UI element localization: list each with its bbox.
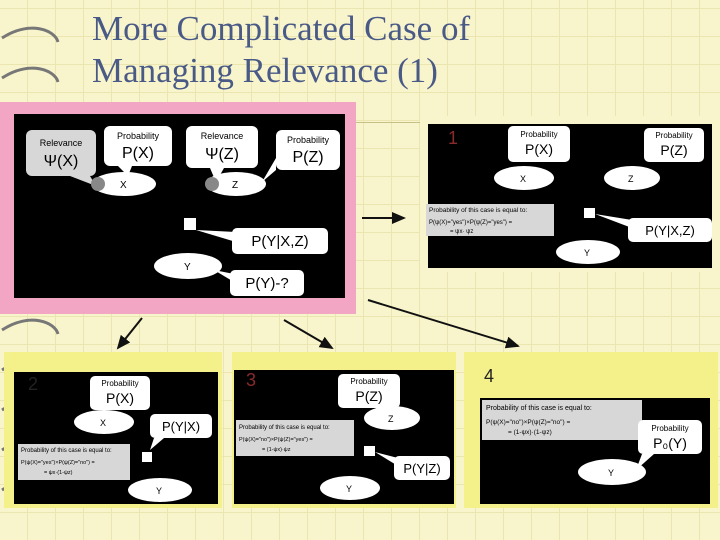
title-line-2: Managing Relevance (1) [92,51,438,90]
d4-p0y-label: P₀(Y) [653,435,687,451]
diagram-3: 3 Probability P(Z) Z Probability of this… [232,352,456,508]
d1-case-line2: = ψx· ψz [450,229,473,235]
d3-case-line1: P(ψ(X)="no")×P(ψ(Z)="yes") = [239,437,313,443]
d2-node-x [74,410,134,434]
d2-case-line1: P(ψ(X)="yes")×P(ψ(Z)="no") = [21,460,95,466]
d2-prob-x-label: Probability [101,379,138,388]
d2-pyx-label: P(Y|X) [162,419,200,434]
py-label: P(Y)-? [245,275,288,292]
cpt-square-icon [184,218,196,230]
d1-node-x [494,166,554,190]
d3-case-title: Probability of this case is equal to: [239,425,330,431]
selector-x-icon [91,177,105,191]
pyxz-label: P(Y|X,Z) [251,233,308,250]
d1-case-box [426,204,554,236]
px-label: P(X) [122,145,154,162]
d3-node-z-label: Z [388,414,394,424]
relevance-x-box: Relevance Ψ(X) [26,130,96,186]
node-x-label: X [120,180,127,191]
diagram-2: 2 Probability P(X) X P(Y|X) Probability … [4,352,222,508]
d2-case-box [18,444,130,480]
d4-node-y [578,459,646,485]
node-y [154,253,222,279]
d1-node-x-label: X [520,174,526,184]
selector-z-icon [205,177,219,191]
d1-node-z [604,166,660,190]
d4-prob-label: Probability [651,424,688,433]
prob-z-label: Probability [287,135,330,145]
d3-case-box [236,420,354,456]
node-z-label: Z [232,180,238,191]
psi-z-label: Ψ(Z) [205,146,239,163]
node-z [206,172,266,196]
pyxz-box: P(Y|X,Z) [196,228,328,254]
main-diagram: Relevance Ψ(X) Probability P(X) Relevanc… [0,102,356,314]
psi-x-label: Ψ(X) [44,153,79,170]
d4-node-y-label: Y [608,468,614,478]
d3-node-y [320,476,380,500]
d1-cpt-square-icon [584,208,595,218]
d3-node-z [364,406,420,430]
d2-node-y-label: Y [156,486,162,496]
relevance-z-label: Relevance [201,131,244,141]
d1-pyxz-label: P(Y|X,Z) [645,223,695,238]
d3-cpt-square-icon [364,446,375,456]
d1-px-label: P(X) [525,141,553,157]
d1-case-title: Probability of this case is equal to: [429,207,527,214]
d1-node-y [556,240,620,264]
d3-pyz-label: P(Y|Z) [403,461,440,476]
d3-prob-z-label: Probability [350,377,387,386]
pz-label: P(Z) [292,149,323,166]
prob-x-box: Probability P(X) [104,126,172,176]
relevance-z-box: Relevance Ψ(Z) [186,126,258,182]
d1-pz-label: P(Z) [660,142,687,158]
diagram-3-number: 3 [246,370,256,390]
d1-prob-z-label: Probability [655,131,692,140]
d2-node-x-label: X [100,418,106,428]
d2-case-line2: = ψx·(1-ψz) [44,470,73,476]
relevance-x-label: Relevance [40,138,83,148]
prob-x-label: Probability [117,131,160,141]
d2-node-y [128,478,192,502]
node-y-label: Y [184,262,191,273]
d1-case-line1: P(ψ(X)="yes")×P(ψ(Z)="yes") = [429,220,513,226]
d4-case-title: Probability of this case is equal to: [486,405,592,412]
d3-case-line2: = (1-ψx)·ψz [262,447,291,453]
d4-case-line1: P(ψ(X)="no")×P(ψ(Z)="no") = [486,419,570,426]
d3-pz-label: P(Z) [355,388,382,404]
d3-node-y-label: Y [346,484,352,494]
slide-title: More Complicated Case of Managing Releva… [92,8,470,92]
arrow-to-diagram-4 [367,299,520,349]
diagram-4: 4 Probability of this case is equal to: … [464,352,718,508]
diagram-2-number: 2 [28,374,38,394]
d1-node-y-label: Y [584,248,590,258]
d4-case-line2: = (1-ψx)·(1-ψz) [508,429,552,436]
d1-node-z-label: Z [628,174,634,184]
py-box: P(Y)-? [214,270,304,296]
d2-px-label: P(X) [106,390,134,406]
diagram-1-number: 1 [448,128,458,148]
node-x [92,172,156,196]
arrow-to-diagram-2 [116,317,143,350]
diagram-1: 1 Probability P(X) Probability P(Z) X Z … [420,116,720,272]
arrow-to-diagram-3 [283,319,334,350]
d1-prob-x-label: Probability [520,130,557,139]
d4-case-box [482,400,642,440]
d2-case-title: Probability of this case is equal to: [21,448,112,454]
title-line-1: More Complicated Case of [92,9,471,48]
d2-cpt-square-icon [142,452,152,462]
prob-z-box: Probability P(Z) [262,130,340,182]
diagram-4-number: 4 [484,366,494,386]
